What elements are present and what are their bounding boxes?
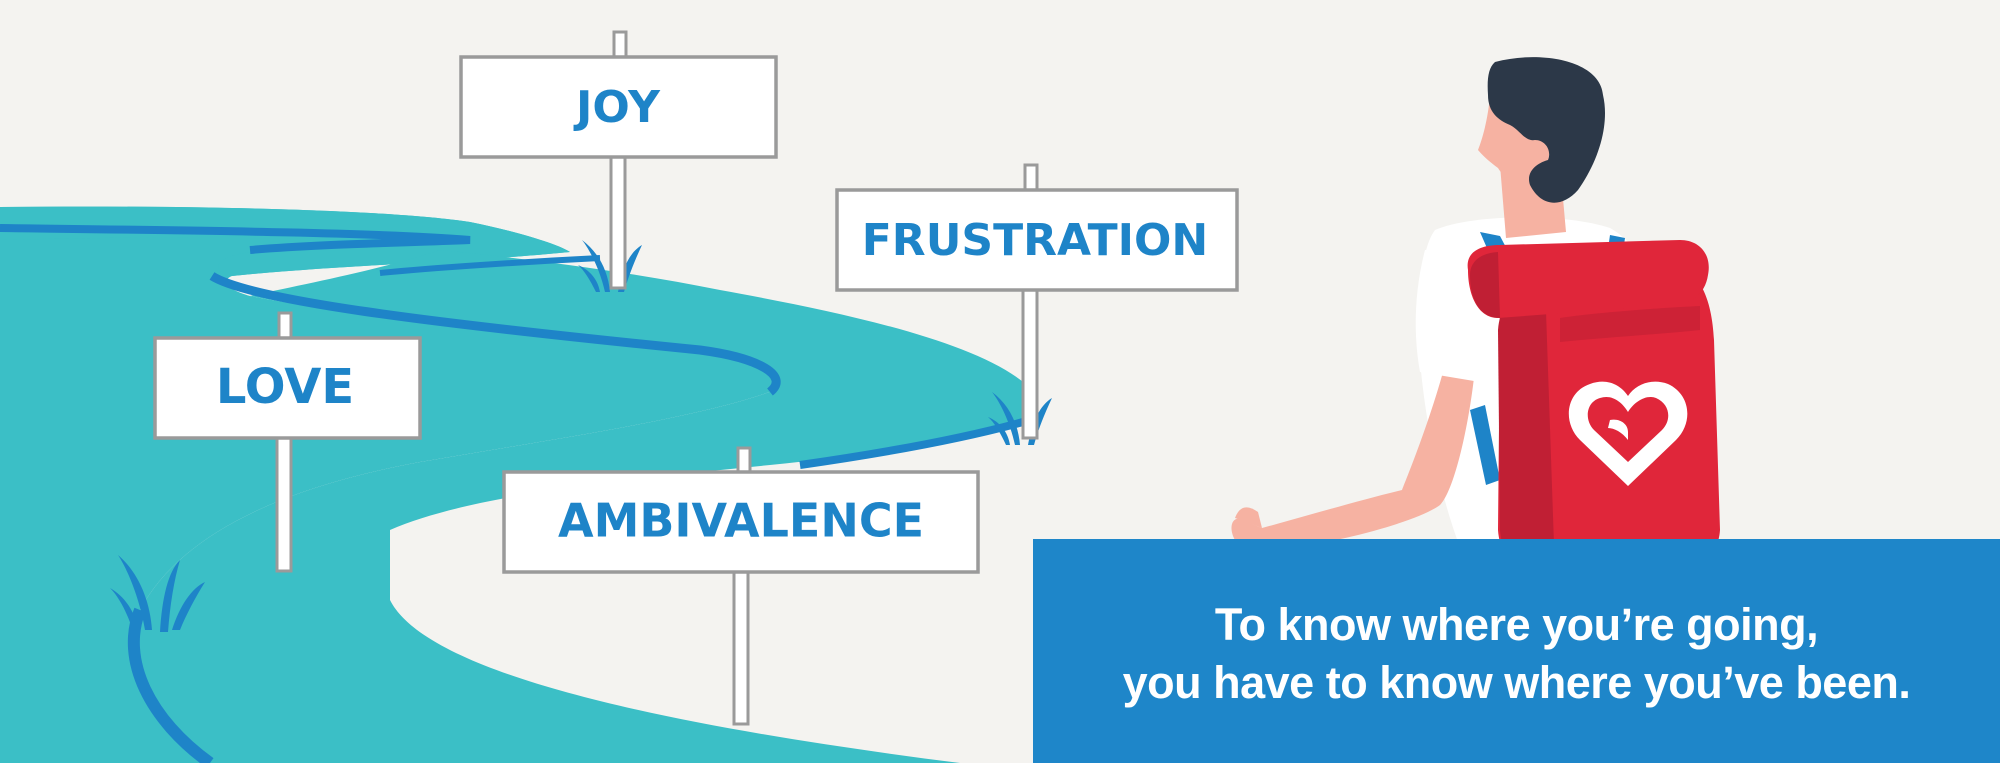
quote-line-1: To know where you’re going, <box>1214 599 1819 650</box>
sign-joy-label: JOY <box>573 82 661 133</box>
sign-ambivalence-label: AMBIVALENCE <box>558 494 924 548</box>
sign-love-label: LOVE <box>216 359 354 415</box>
sign-frustration: FRUSTRATION <box>835 188 1239 292</box>
sign-frustration-label: FRUSTRATION <box>862 215 1209 266</box>
quote-line-2: you have to know where you’ve been. <box>1122 657 1911 708</box>
grass-tuft-left <box>110 555 205 632</box>
hiker <box>1231 57 1720 574</box>
quote-text: To know where you’re going, you have to … <box>1033 596 2000 712</box>
sign-ambivalence: AMBIVALENCE <box>502 470 980 574</box>
quote-banner <box>1033 539 2000 763</box>
sign-love: LOVE <box>153 336 422 440</box>
sign-joy: JOY <box>459 55 778 159</box>
heart-logo-icon <box>1568 381 1688 486</box>
